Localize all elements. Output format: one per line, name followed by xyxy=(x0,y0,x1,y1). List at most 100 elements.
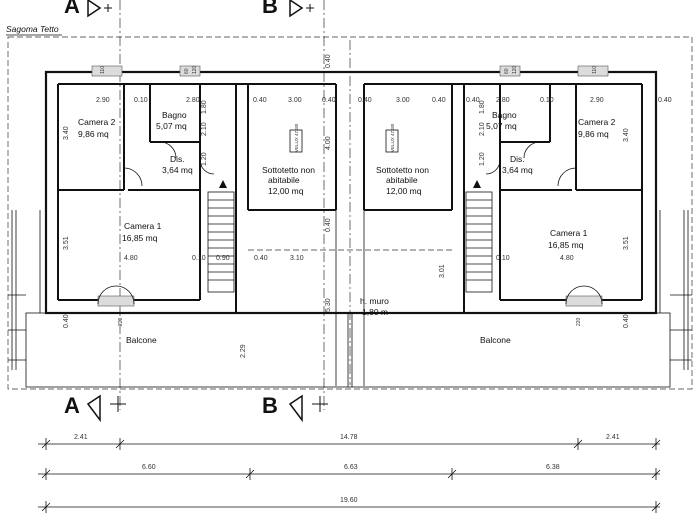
right-unit xyxy=(363,65,643,312)
muro-value: 1,80 m xyxy=(362,307,388,317)
dim-text: 3.51 xyxy=(63,236,70,250)
window-label: 110 xyxy=(100,66,106,74)
dim-text: 4.00 xyxy=(325,136,332,150)
roof-title: Sagoma Tetto xyxy=(6,24,59,34)
dim-text: 5.30 xyxy=(325,298,332,312)
dim-chain1-2: 2.41 xyxy=(606,434,620,441)
section-b-label-top: B xyxy=(262,0,278,18)
dim-text: 0.40 xyxy=(358,97,372,104)
dim-text: 2.90 xyxy=(96,97,110,104)
left-bagno-name: Bagno xyxy=(162,110,187,120)
left-balcone: Balcone xyxy=(126,335,157,345)
left-dis-area: 3,64 mq xyxy=(162,165,193,175)
muro-name: h. muro xyxy=(360,296,389,306)
dim-text: 0.40 xyxy=(432,97,446,104)
roof-outline xyxy=(7,36,693,390)
dim-text: 2.90 xyxy=(590,97,604,104)
right-camera1-area: 16,85 mq xyxy=(548,240,584,250)
dim-text: 0.40 xyxy=(325,54,332,68)
window-label: 120 xyxy=(192,65,198,74)
right-sottotetto-line2: abitabile xyxy=(386,175,418,185)
right-dis-area: 3,64 mq xyxy=(502,165,533,175)
dim-text: 4.80 xyxy=(124,255,138,262)
left-bagno-area: 5,07 mq xyxy=(156,121,187,131)
window-label: 220 xyxy=(118,317,124,326)
dim-text: 3.10 xyxy=(290,255,304,262)
left-velux-label: VELUX 47x80 xyxy=(294,123,299,152)
right-camera2-area: 9,86 mq xyxy=(578,129,609,139)
dim-chain2-2: 6.38 xyxy=(546,464,560,471)
left-camera2-area: 9,86 mq xyxy=(78,129,109,139)
dim-text: 3.40 xyxy=(623,128,630,142)
dim-chain2-0: 6.60 xyxy=(142,464,156,471)
dim-text: 1.20 xyxy=(479,152,486,166)
left-sottotetto-line2: abitabile xyxy=(268,175,300,185)
left-dis-name: Dis. xyxy=(170,154,185,164)
left-camera1-name: Camera 1 xyxy=(124,221,162,231)
building-outline xyxy=(44,70,658,315)
dim-chain1-0: 2.41 xyxy=(74,434,88,441)
dim-text: 0.40 xyxy=(253,97,267,104)
section-b-label-bottom: B xyxy=(262,393,278,418)
dim-text: 0.40 xyxy=(322,97,336,104)
dim-chain3-0: 19.60 xyxy=(340,497,358,504)
dim-text: 0.40 xyxy=(325,218,332,232)
dim-text: 0.40 xyxy=(466,97,480,104)
right-sottotetto-line1: Sottotetto non xyxy=(376,165,429,175)
dim-text: 0.90 xyxy=(216,255,230,262)
window-label: 220 xyxy=(576,317,582,326)
dim-chain2-1: 6.63 xyxy=(344,464,358,471)
right-sottotetto-area: 12,00 mq xyxy=(386,186,422,196)
right-camera1-name: Camera 1 xyxy=(550,228,588,238)
dim-text: 0.10 xyxy=(496,255,510,262)
section-a-label-bottom: A xyxy=(64,393,80,418)
dim-text: 3.01 xyxy=(439,264,446,278)
dim-text: 0.10 xyxy=(192,255,206,262)
dim-text: 2.29 xyxy=(240,344,247,358)
dim-text: 4.80 xyxy=(560,255,574,262)
left-side-hatch xyxy=(8,210,41,370)
dim-text: 2.80 xyxy=(496,97,510,104)
dim-text: 3.51 xyxy=(623,236,630,250)
section-b-top: B xyxy=(262,0,314,18)
section-a-top: A xyxy=(64,0,112,18)
right-dis-name: Dis. xyxy=(510,154,525,164)
section-a-bottom: A xyxy=(64,393,126,423)
window-label: 110 xyxy=(592,66,598,74)
dim-text: 2.10 xyxy=(201,122,208,136)
dimension-chain-1: 2.41 14.78 2.41 xyxy=(38,434,661,450)
dim-text: 1.20 xyxy=(201,152,208,166)
right-velux-label: VELUX 47x80 xyxy=(390,123,395,152)
dim-text: 3.00 xyxy=(288,97,302,104)
right-bagno-name: Bagno xyxy=(492,110,517,120)
left-unit xyxy=(57,65,337,312)
dim-text: 0.10 xyxy=(540,97,554,104)
dim-text: 3.00 xyxy=(396,97,410,104)
left-sottotetto-area: 12,00 mq xyxy=(268,186,304,196)
dim-text: 0.40 xyxy=(63,314,70,328)
dim-text: 2.80 xyxy=(186,97,200,104)
section-a-label-top: A xyxy=(64,0,80,18)
dim-text: 0.40 xyxy=(658,97,672,104)
right-balcone: Balcone xyxy=(480,335,511,345)
dim-text: 0.40 xyxy=(254,255,268,262)
section-b-bottom: B xyxy=(262,393,328,423)
window-label: 120 xyxy=(512,65,518,74)
dim-text: 0.40 xyxy=(623,314,630,328)
left-camera2-name: Camera 2 xyxy=(78,117,116,127)
dimension-chain-3: 19.60 xyxy=(38,497,661,513)
dim-text: 2.10 xyxy=(479,122,486,136)
dim-text: 0.10 xyxy=(134,97,148,104)
right-camera2-name: Camera 2 xyxy=(578,117,616,127)
left-camera1-area: 16,85 mq xyxy=(122,233,158,243)
dim-text: 1.80 xyxy=(201,100,208,114)
window-label: 60 xyxy=(184,68,190,74)
dim-text: 1.80 xyxy=(479,100,486,114)
right-bagno-area: 5,07 mq xyxy=(486,121,517,131)
window-label: 60 xyxy=(504,68,510,74)
left-sottotetto-line1: Sottotetto non xyxy=(262,165,315,175)
dimension-chain-2: 6.60 6.63 6.38 xyxy=(38,464,661,480)
right-side-hatch xyxy=(659,210,692,370)
dim-text: 3.40 xyxy=(63,126,70,140)
